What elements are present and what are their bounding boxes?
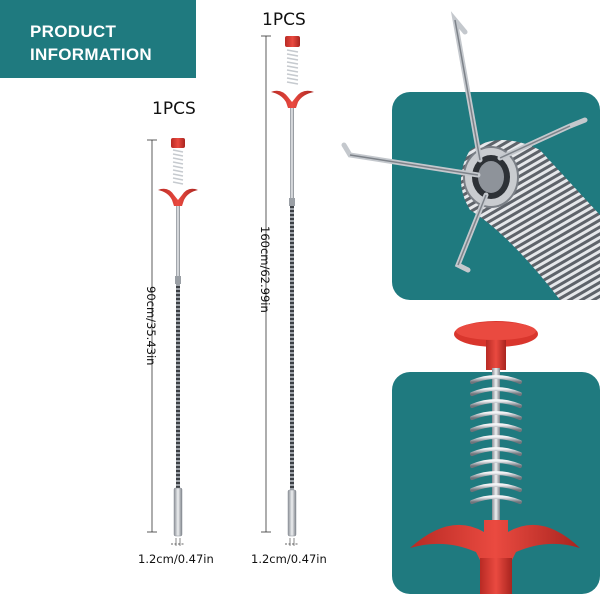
long-tool-tip-label: 1.2cm/0.47in <box>251 552 327 566</box>
spring-closeup-illustration <box>410 321 580 594</box>
short-tool-quantity: 1PCS <box>152 99 196 119</box>
banner-title-line2: INFORMATION <box>30 45 152 64</box>
claw-closeup-illustration <box>341 11 600 300</box>
short-grabber-tool <box>147 138 198 546</box>
long-tool-length-label: 160cm/62.99in <box>258 226 272 313</box>
long-grabber-tool <box>261 35 314 546</box>
long-tool-quantity: 1PCS <box>262 10 306 30</box>
product-information-banner: PRODUCT INFORMATION <box>0 0 196 78</box>
short-tool-length-label: 90cm/35.43in <box>144 286 158 366</box>
short-tool-tip-label: 1.2cm/0.47in <box>138 552 214 566</box>
banner-title-line1: PRODUCT <box>30 22 117 41</box>
